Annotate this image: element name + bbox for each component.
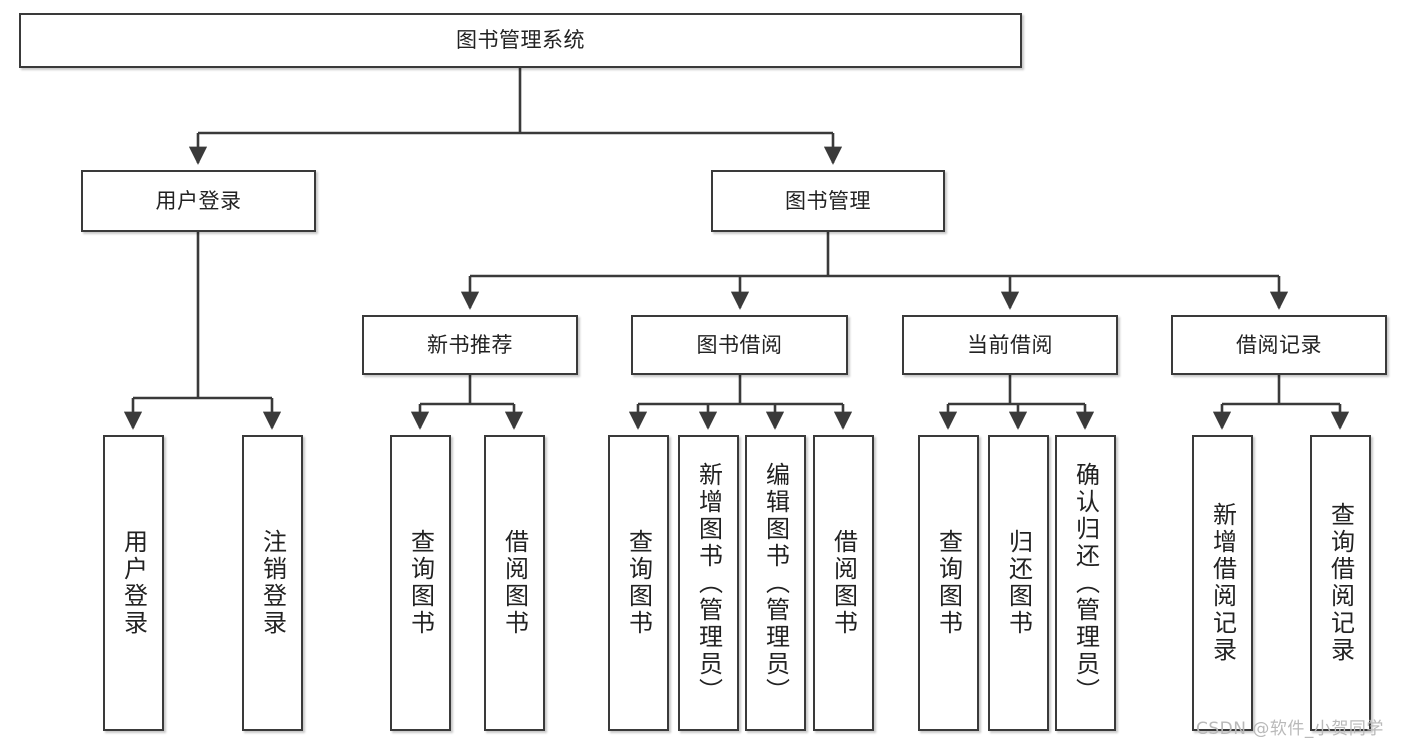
node-new-book-recommend[interactable]: 新书推荐 [362,315,578,375]
leaf-query-book-recommend[interactable]: 查询图书 [390,435,451,731]
leaf-borrow-book-label: 借阅图书 [829,529,858,637]
leaf-query-book-borrow[interactable]: 查询图书 [608,435,669,731]
leaf-add-book-admin[interactable]: 新增图书（管理员） [678,435,739,731]
leaf-user-login[interactable]: 用户登录 [103,435,164,731]
leaf-query-borrow-record-label: 查询借阅记录 [1326,502,1355,664]
leaf-query-book-recommend-label: 查询图书 [406,529,435,637]
csdn-watermark: CSDN @软件_小贺同学 [1196,719,1384,739]
leaf-logout-label: 注销登录 [258,529,287,637]
leaf-add-borrow-record-label: 新增借阅记录 [1208,502,1237,664]
leaf-logout[interactable]: 注销登录 [242,435,303,731]
node-root-label: 图书管理系统 [456,28,585,53]
leaf-return-book[interactable]: 归还图书 [988,435,1049,731]
node-user-login[interactable]: 用户登录 [81,170,316,232]
node-current-borrow[interactable]: 当前借阅 [902,315,1118,375]
leaf-query-book-current[interactable]: 查询图书 [918,435,979,731]
leaf-query-borrow-record[interactable]: 查询借阅记录 [1310,435,1371,731]
leaf-borrow-book-recommend-label: 借阅图书 [500,529,529,637]
node-book-management-label: 图书管理 [785,188,871,213]
node-current-borrow-label: 当前借阅 [967,332,1053,357]
leaf-query-book-borrow-label: 查询图书 [624,529,653,637]
leaf-edit-book-admin-label: 编辑图书（管理员） [761,461,790,705]
leaf-query-book-current-label: 查询图书 [934,529,963,637]
node-user-login-label: 用户登录 [155,188,242,213]
leaf-edit-book-admin[interactable]: 编辑图书（管理员） [745,435,806,731]
leaf-add-book-admin-label: 新增图书（管理员） [694,461,723,705]
node-root[interactable]: 图书管理系统 [19,13,1022,68]
leaf-borrow-book[interactable]: 借阅图书 [813,435,874,731]
node-book-management[interactable]: 图书管理 [711,170,945,232]
leaf-add-borrow-record[interactable]: 新增借阅记录 [1192,435,1253,731]
node-book-borrow[interactable]: 图书借阅 [631,315,848,375]
leaf-return-book-label: 归还图书 [1004,529,1033,637]
leaf-borrow-book-recommend[interactable]: 借阅图书 [484,435,545,731]
node-borrow-record-label: 借阅记录 [1236,332,1322,357]
leaf-confirm-return-admin[interactable]: 确认归还（管理员） [1055,435,1116,731]
leaf-user-login-label: 用户登录 [119,529,148,637]
leaf-confirm-return-admin-label: 确认归还（管理员） [1071,461,1100,705]
node-borrow-record[interactable]: 借阅记录 [1171,315,1387,375]
node-new-book-recommend-label: 新书推荐 [427,332,513,357]
node-book-borrow-label: 图书借阅 [696,332,783,357]
